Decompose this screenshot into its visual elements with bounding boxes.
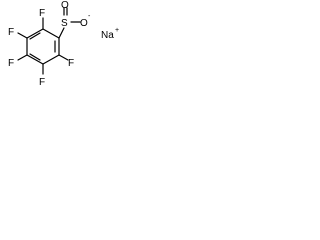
ring-double-bond-inner-3 xyxy=(29,32,41,40)
ring-bond-3 xyxy=(42,54,60,65)
atom-f-lower-left: F xyxy=(8,58,14,69)
counter-ion-charge: + xyxy=(115,27,119,34)
structure-diagram: F F F F F S O O - Na + xyxy=(0,0,128,93)
molecule-drawing: F F F F F S O O - Na + xyxy=(8,0,119,88)
ring-double-bond-inner-2 xyxy=(29,53,41,61)
ring-bond-4 xyxy=(26,54,44,65)
ring-bond-6 xyxy=(26,28,44,39)
bond-c5-f-lower-left xyxy=(17,54,28,61)
atom-sulfur: S xyxy=(61,18,68,29)
bond-c2-s xyxy=(58,27,65,39)
ring-bond-1 xyxy=(42,28,60,39)
counter-ion-sodium: Na xyxy=(101,30,114,41)
atom-oxygen-top: O xyxy=(61,0,69,11)
atom-oxygen-right: O xyxy=(80,18,88,29)
bond-c6-f-upper-left xyxy=(17,32,28,39)
atom-f-bottom: F xyxy=(39,77,45,88)
substituent-bonds xyxy=(17,7,81,75)
benzene-ring xyxy=(26,28,60,65)
oxygen-charge: - xyxy=(88,13,91,20)
atom-f-upper-left: F xyxy=(8,27,14,38)
bond-c3-f-lower-right xyxy=(58,54,69,61)
atom-f-lower-right: F xyxy=(68,58,74,69)
atom-f-top: F xyxy=(39,8,45,19)
